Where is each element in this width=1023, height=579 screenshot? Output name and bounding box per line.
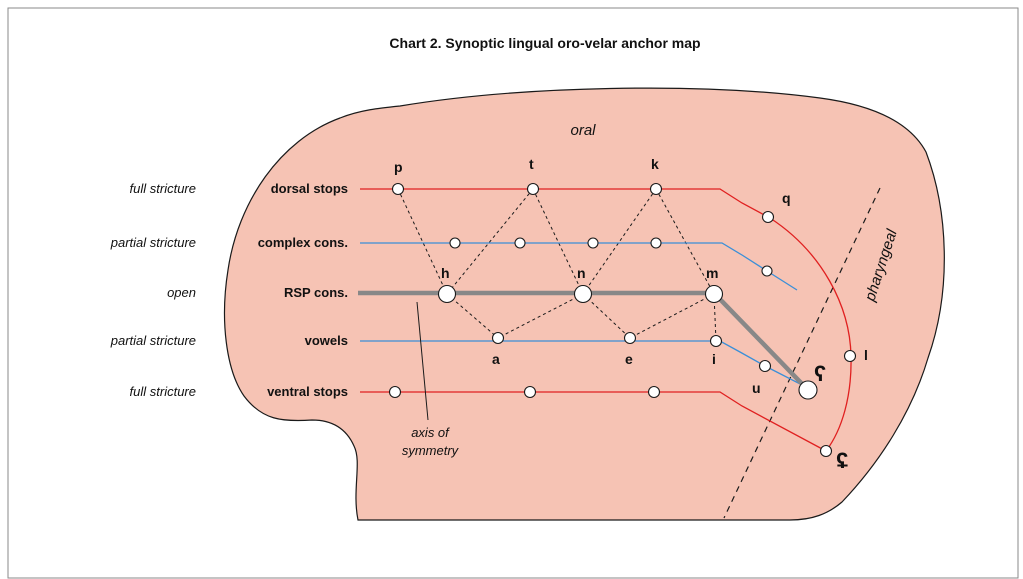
point-label-u: u — [752, 380, 761, 396]
region-label-oral: oral — [570, 122, 596, 139]
node-i — [709, 334, 723, 348]
node-k — [649, 182, 663, 196]
node-q — [761, 210, 775, 224]
dorsal-stops-line — [360, 188, 771, 219]
point-label-a: a — [492, 351, 500, 367]
node-u — [758, 359, 772, 373]
stricture-label-complex: partial stricture — [110, 235, 196, 250]
row-name-dorsal-stops: dorsal stops — [271, 181, 348, 196]
node-h — [437, 284, 457, 304]
annotation-axis-line2: symmetry — [402, 443, 460, 458]
point-label-i: i — [712, 351, 716, 367]
node-ventral-3 — [647, 385, 661, 399]
node-t — [526, 182, 540, 196]
annotation-axis-line1: axis of — [411, 425, 450, 440]
node-complex-3 — [587, 237, 599, 249]
stricture-label-vowels: partial stricture — [110, 333, 196, 348]
node-a — [491, 331, 505, 345]
connector-line — [446, 188, 534, 295]
connector-line — [532, 188, 584, 295]
pharyngeal-boundary-line — [723, 187, 881, 519]
point-label-p: p — [394, 159, 403, 175]
stricture-label-ventral: full stricture — [130, 384, 196, 399]
node-ventral-2 — [523, 385, 537, 399]
node-complex-4 — [650, 237, 662, 249]
stricture-label-rsp: open — [167, 285, 196, 300]
point-label-h: h — [441, 265, 450, 281]
axis-of-symmetry-leader — [416, 301, 429, 421]
connector-line — [497, 293, 584, 339]
vowels-line — [360, 340, 809, 389]
node-complex-1 — [449, 237, 461, 249]
row-name-rsp-cons: RSP cons. — [284, 285, 348, 300]
stricture-label-dorsal: full stricture — [130, 181, 196, 196]
ventral-stops-line — [360, 391, 827, 452]
node-ain-bar — [819, 444, 833, 458]
node-n — [573, 284, 593, 304]
node-ventral-1 — [388, 385, 402, 399]
node-m — [704, 284, 724, 304]
connector-line — [655, 188, 715, 295]
complex-cons-line — [360, 242, 798, 291]
node-complex-2 — [514, 237, 526, 249]
point-label-ain: ʕ — [814, 361, 826, 386]
point-label-k: k — [651, 156, 659, 172]
row-name-complex-cons: complex cons. — [258, 235, 348, 250]
row-name-vowels: vowels — [305, 333, 348, 348]
node-l — [843, 349, 857, 363]
point-label-l: l — [864, 347, 868, 363]
row-name-ventral-stops: ventral stops — [267, 384, 348, 399]
point-label-ain-bar: ʢ — [836, 448, 848, 473]
connector-line — [629, 293, 715, 339]
point-label-m: m — [706, 265, 718, 281]
point-label-n: n — [577, 265, 586, 281]
node-p — [391, 182, 405, 196]
chart-title: Chart 2. Synoptic lingual oro-velar anch… — [389, 35, 700, 51]
connector-line — [582, 293, 631, 339]
node-ain — [798, 380, 818, 400]
nodes — [388, 182, 857, 458]
point-label-q: q — [782, 190, 791, 206]
point-label-t: t — [529, 156, 534, 172]
point-label-e: e — [625, 351, 633, 367]
connector-line — [397, 188, 448, 295]
connector-line — [446, 293, 499, 339]
node-complex-5 — [761, 265, 773, 277]
oral-region-shape — [223, 87, 945, 521]
node-e — [623, 331, 637, 345]
